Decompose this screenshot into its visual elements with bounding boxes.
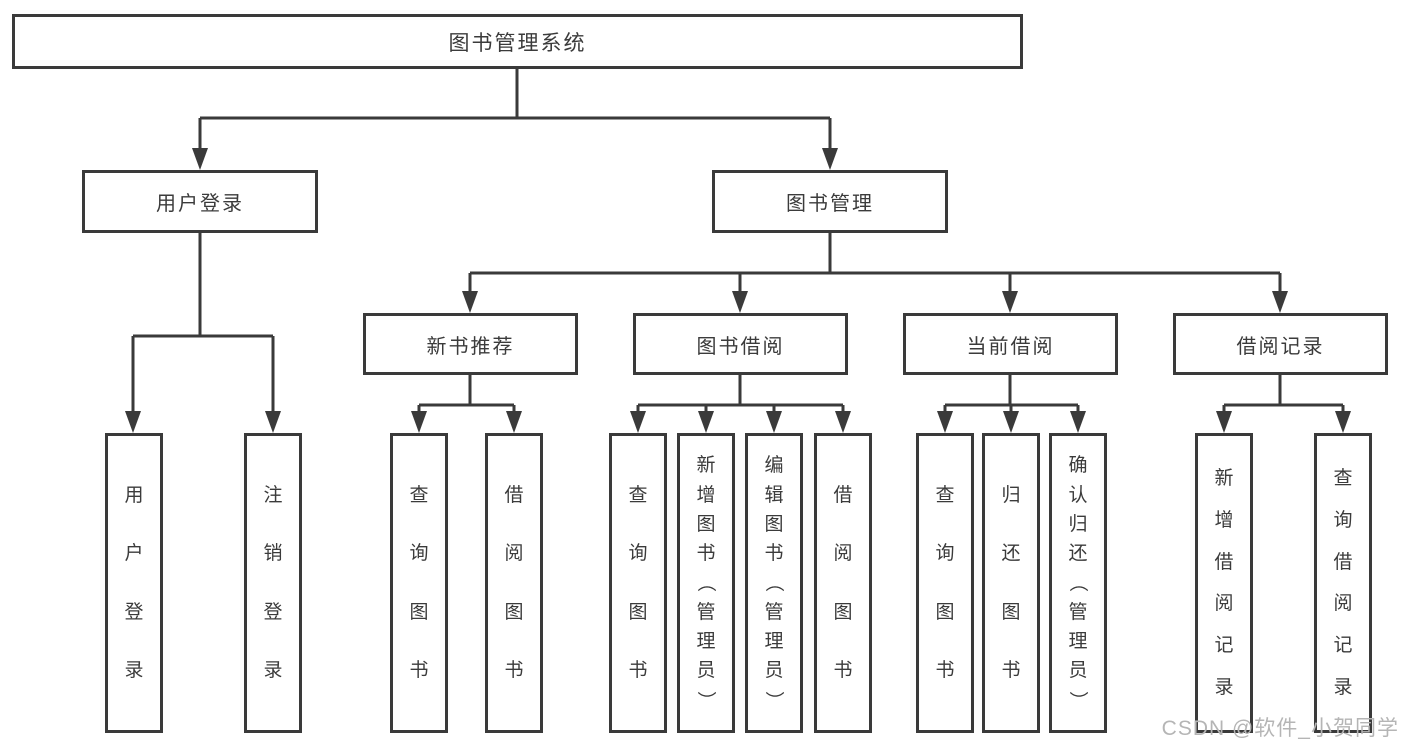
arrowhead-icons bbox=[125, 148, 1351, 433]
leaf-current-confirm-return-admin: 确认归还（管理员） bbox=[1049, 433, 1107, 733]
watermark: CSDN @软件_小贺同学 bbox=[1161, 717, 1399, 740]
node-root-library-system: 图书管理系统 bbox=[12, 14, 1023, 69]
leaf-borrowing-borrow-book: 借阅图书 bbox=[814, 433, 872, 733]
leaf-current-query-book: 查询图书 bbox=[916, 433, 974, 733]
leaf-newbook-query-book: 查询图书 bbox=[390, 433, 448, 733]
node-book-management: 图书管理 bbox=[712, 170, 948, 233]
node-borrow-records: 借阅记录 bbox=[1173, 313, 1388, 375]
leaf-borrowing-query-book: 查询图书 bbox=[609, 433, 667, 733]
node-current-borrowing: 当前借阅 bbox=[903, 313, 1118, 375]
leaf-user-login: 用户登录 bbox=[105, 433, 163, 733]
node-user-login: 用户登录 bbox=[82, 170, 318, 233]
leaf-borrowing-add-book-admin: 新增图书（管理员） bbox=[677, 433, 735, 733]
leaf-logout: 注销登录 bbox=[244, 433, 302, 733]
node-new-book-recommend: 新书推荐 bbox=[363, 313, 578, 375]
leaf-records-add-record: 新增借阅记录 bbox=[1195, 433, 1253, 733]
leaf-borrowing-edit-book-admin: 编辑图书（管理员） bbox=[745, 433, 803, 733]
node-book-borrowing: 图书借阅 bbox=[633, 313, 848, 375]
leaf-newbook-borrow-book: 借阅图书 bbox=[485, 433, 543, 733]
connector-path bbox=[131, 69, 1345, 415]
leaf-records-query-record: 查询借阅记录 bbox=[1314, 433, 1372, 733]
leaf-current-return-book: 归还图书 bbox=[982, 433, 1040, 733]
